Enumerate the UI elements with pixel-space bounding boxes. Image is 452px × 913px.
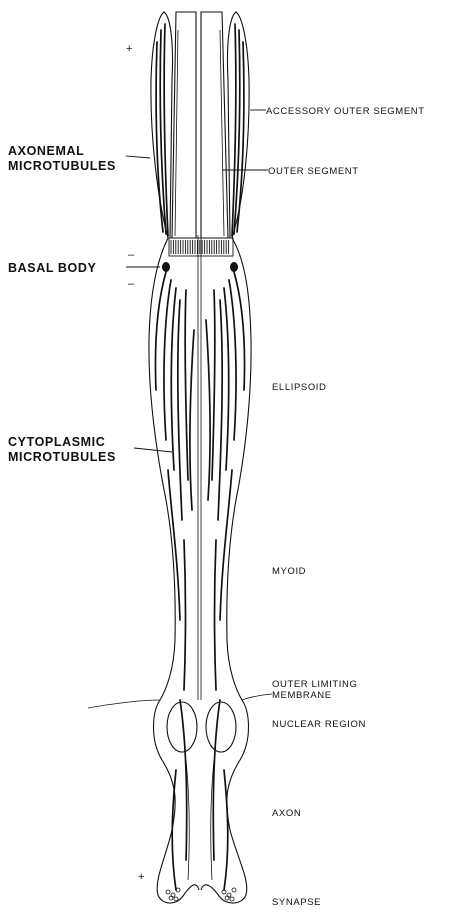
accessory-outer-segment-left xyxy=(151,12,173,238)
label-myoid: MYOID xyxy=(272,566,306,577)
label-basal-body: BASAL BODY xyxy=(8,261,96,275)
minus-mark-1: – xyxy=(128,249,135,261)
basal-body-right xyxy=(230,262,238,272)
nuclei xyxy=(167,702,236,752)
leader-lines xyxy=(126,110,268,452)
label-ellipsoid: ELLIPSOID xyxy=(272,382,327,393)
basal-region xyxy=(162,238,238,272)
label-accessory-outer-segment: ACCESSORY OUTER SEGMENT xyxy=(266,106,425,117)
cytoplasmic-microtubules xyxy=(155,272,244,890)
nucleus-right xyxy=(206,702,236,752)
label-axonemal-line2: MICROTUBULES xyxy=(8,159,116,173)
accessory-outer-segment-right xyxy=(227,12,249,238)
plus-mark-bottom: + xyxy=(138,871,144,883)
label-cytoplasmic-line1: CYTOPLASMIC xyxy=(8,435,105,449)
label-synapse: SYNAPSE xyxy=(272,897,321,908)
label-axonemal-line1: AXONEMAL xyxy=(8,144,84,158)
label-outer-limiting-line2: MEMBRANE xyxy=(272,690,332,701)
basal-body-left xyxy=(162,262,170,272)
label-outer-segment: OUTER SEGMENT xyxy=(268,166,359,177)
minus-mark-2: – xyxy=(128,278,135,290)
label-axon: AXON xyxy=(272,808,301,819)
plus-mark-top: + xyxy=(126,43,132,55)
outer-segment xyxy=(172,12,228,700)
label-cytoplasmic-line2: MICROTUBULES xyxy=(8,450,116,464)
label-outer-limiting-line1: OUTER LIMITING xyxy=(272,679,357,690)
label-nuclear-region: NUCLEAR REGION xyxy=(272,719,366,730)
